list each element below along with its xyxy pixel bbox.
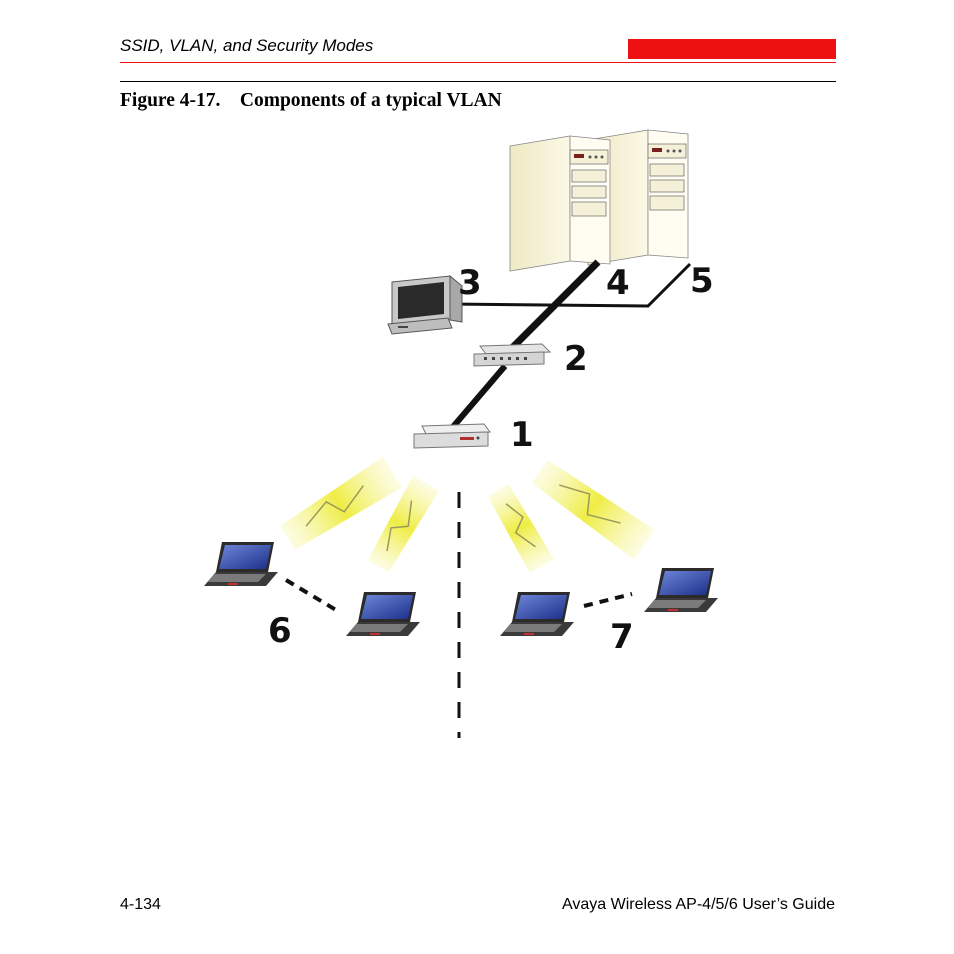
caption-divider (120, 81, 836, 82)
callout-7: 7 (610, 617, 634, 657)
laptop-icon (500, 592, 574, 636)
desktop-computer-icon (387, 274, 463, 335)
ad-hoc-link (583, 592, 633, 608)
guide-title: Avaya Wireless AP-4/5/6 User’s Guide (561, 896, 835, 913)
laptop-icon (346, 592, 420, 636)
wireless-signal-beam (531, 459, 655, 560)
header-accent-bar (628, 39, 836, 59)
wireless-signal-beam (367, 475, 439, 573)
server-tower-icon (509, 135, 611, 272)
backbone-cable (505, 259, 601, 355)
laptop-icon (644, 568, 718, 612)
callout-3: 3 (458, 263, 482, 303)
section-title: SSID, VLAN, and Security Modes (120, 36, 374, 55)
backbone-cable (449, 364, 508, 430)
callout-6: 6 (268, 611, 292, 651)
callout-2: 2 (564, 339, 588, 379)
laptop-icon (204, 542, 278, 586)
ad-hoc-link (284, 578, 338, 612)
wireless-signal-beam (487, 483, 555, 574)
header-divider (120, 62, 836, 63)
callout-5: 5 (690, 261, 714, 301)
figure-caption: Figure 4-17. Components of a typical VLA… (120, 90, 502, 111)
wireless-signal-beam (280, 456, 403, 550)
network-cable (447, 262, 692, 308)
callout-1: 1 (510, 415, 534, 455)
callout-4: 4 (606, 263, 630, 303)
access-point-icon (413, 423, 491, 449)
network-switch-icon (473, 343, 552, 367)
page-number: 4-134 (120, 896, 161, 913)
